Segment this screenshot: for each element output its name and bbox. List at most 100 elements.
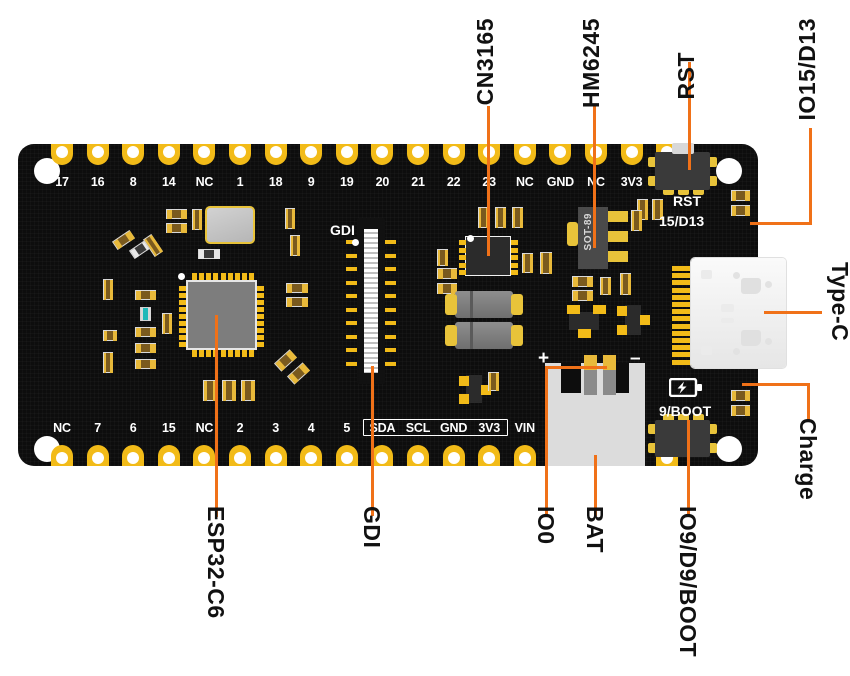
smd-resistor — [495, 207, 506, 228]
pin-label-bottom-4-7: 4 — [307, 421, 315, 435]
usb-connector-pin — [672, 302, 694, 307]
esp32-c6-pin — [249, 273, 254, 282]
smd-resistor — [731, 390, 750, 401]
smd-resistor — [103, 279, 113, 300]
castellated-pad — [513, 144, 536, 165]
silk-rst: RST — [673, 193, 701, 209]
castellated-pad — [193, 144, 216, 165]
callout-cn3165: CN3165 — [472, 18, 498, 106]
pcb-board — [18, 144, 758, 466]
transistor-leg — [578, 329, 591, 338]
pin-label-bottom-gnd-11: GND — [440, 421, 468, 435]
leader-charge-v — [807, 383, 810, 421]
castellated-pad — [122, 445, 145, 466]
callout-hm6245: HM6245 — [578, 18, 604, 108]
esp32-c6-pin — [220, 348, 226, 357]
pin-label-bottom-vin-13: VIN — [514, 421, 535, 435]
callout-io0: IO0 — [533, 506, 559, 545]
pin-label-top-16-1: 16 — [90, 175, 105, 189]
smd-resistor — [286, 297, 308, 307]
battery-charging-icon — [668, 377, 703, 402]
castellated-pad — [264, 445, 287, 466]
boot-button-leg — [693, 414, 704, 423]
callout-io9-d9-boot: IO9/D9/BOOT — [675, 506, 701, 658]
esp32-c6-pin — [234, 348, 240, 357]
gdi-connector-pin — [385, 321, 396, 325]
pin-label-top-nc-15: NC — [587, 175, 605, 189]
usb-connector-pin — [672, 330, 694, 336]
smd-resistor — [652, 199, 663, 220]
pin-label-bottom-nc-4: NC — [195, 421, 214, 435]
pin-label-top-17-0: 17 — [55, 175, 69, 189]
smd-resistor — [572, 290, 593, 301]
leader-io0-h — [545, 366, 607, 369]
castellated-pad — [371, 144, 394, 165]
castellated-pad — [157, 445, 180, 466]
esp32-c6-pin — [227, 273, 233, 282]
castellated-pad — [549, 144, 572, 165]
inductor-tab — [511, 294, 523, 315]
boot-button-leg — [706, 443, 717, 453]
pin-label-bottom-7-1: 7 — [94, 421, 101, 435]
cn3165-pin — [459, 247, 466, 253]
callout-charge: Charge — [795, 418, 821, 501]
smd-resistor — [620, 273, 631, 295]
smd-resistor — [290, 235, 300, 256]
transistor-leg — [593, 305, 606, 314]
cn3165-pin — [459, 262, 466, 268]
castellated-pad — [442, 445, 465, 466]
leader-type-c — [764, 311, 822, 314]
transistor-leg — [567, 305, 580, 314]
boot-button-leg — [678, 414, 689, 423]
boot-button-leg — [706, 424, 717, 434]
reset-button[interactable] — [655, 143, 710, 190]
smd-transistor — [569, 312, 599, 330]
esp32-c6-chip — [186, 280, 257, 350]
smd-resistor — [135, 359, 156, 369]
callout-io15-d13: IO15/D13 — [794, 18, 820, 121]
gdi-connector-pin — [346, 361, 357, 366]
boot-button-leg — [648, 424, 659, 434]
gdi-connector-pin — [346, 240, 357, 244]
cn3165-pin — [459, 240, 466, 245]
silk-15-d13: 15/D13 — [659, 213, 705, 229]
esp32-c6-pin — [179, 335, 188, 340]
gdi-connector-pin — [385, 280, 396, 285]
esp32-c6-pin — [234, 273, 240, 282]
transistor-leg — [640, 315, 650, 325]
boot-button[interactable] — [655, 420, 710, 457]
leader-cn3165 — [487, 106, 490, 256]
castellated-pad — [157, 144, 180, 165]
transistor-leg — [459, 394, 469, 404]
esp32-c6-pin — [179, 321, 188, 326]
castellated-pad — [300, 445, 323, 466]
esp32-c6-pin — [249, 348, 254, 357]
cn3165-pin — [511, 255, 518, 261]
pin-label-top-1-5: 1 — [236, 175, 244, 189]
esp32-c6-pin — [179, 286, 188, 291]
esp32-c6-pin — [241, 348, 247, 357]
gdi-connector-pin — [346, 321, 357, 325]
callout-gdi: GDI — [359, 506, 385, 549]
smd-resistor — [241, 380, 255, 401]
castellated-pad — [229, 445, 251, 466]
callout-type-c: Type-C — [827, 262, 850, 342]
mounting-hole-top-right — [716, 158, 742, 184]
castellated-pad — [335, 144, 358, 165]
esp32-c6-pin — [255, 335, 264, 340]
usb-connector-pin — [672, 323, 694, 329]
usb-connector-pin — [672, 273, 694, 279]
esp32-c6-pin — [179, 342, 188, 347]
pin-label-bottom-3-6: 3 — [272, 421, 279, 435]
castellated-pad — [264, 144, 287, 165]
leader-io15-d13-v — [809, 128, 812, 225]
reset-button-leg — [678, 186, 689, 195]
castellated-pad — [51, 445, 73, 466]
pin-label-top-gnd-14: GND — [546, 175, 574, 189]
castellated-pad — [442, 144, 465, 165]
cn3165-pin — [459, 255, 466, 261]
reset-button-plunger[interactable] — [671, 143, 694, 154]
reset-button-leg — [693, 186, 704, 195]
castellated-pad — [86, 445, 109, 466]
leader-io9-d9-boot — [687, 420, 690, 516]
